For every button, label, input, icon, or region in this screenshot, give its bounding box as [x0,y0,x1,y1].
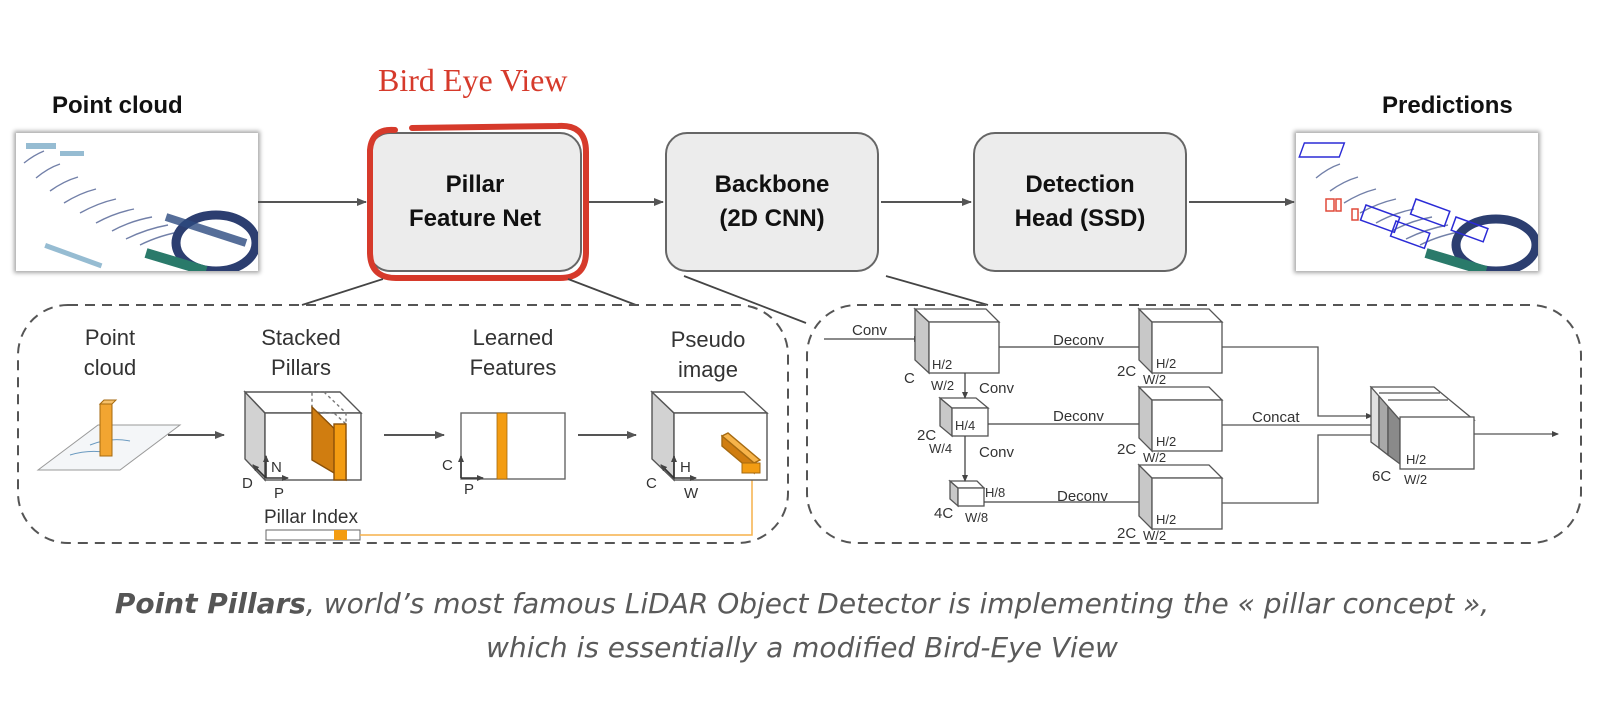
block-label: Feature Net [408,205,542,232]
backbone-block: Backbone (2D CNN) [665,132,879,272]
stage-label: Stacked [261,325,341,350]
stacked-pillars-cube [243,390,363,482]
axis-label: C [646,475,657,492]
width-label: W/2 [1143,450,1166,465]
learned-features-grid [460,412,566,480]
axis-label: W [684,485,699,502]
width-label: W/4 [929,441,952,456]
pillar-index-highlight [334,530,347,540]
bird-eye-view-annotation: Bird Eye View [378,62,568,98]
pseudo-axes-icon [660,455,697,481]
down-block-2 [938,396,990,438]
concat-block [1369,385,1476,470]
stage-label: Pillars [271,355,331,380]
width-label: W/2 [931,378,954,393]
pseudo-image-cube [650,390,769,482]
predictions-image [1296,133,1538,271]
channel-label: 6C [1372,468,1391,485]
channel-label: 2C [1117,363,1136,380]
concat-label: Concat [1252,409,1300,426]
stage-label: cloud [84,355,137,380]
up-block-2 [1137,385,1224,453]
height-label: H/2 [1156,356,1176,371]
point-cloud-image [16,133,258,271]
block-label: Detection [1025,171,1135,198]
point-cloud-label: Point cloud [52,92,183,119]
stage-label: Point [85,325,135,350]
stage-label: Learned [473,325,554,350]
deconv-label: Deconv [1057,488,1108,505]
up-block-1 [1137,307,1224,375]
up-block-3 [1137,463,1224,531]
width-label: W/2 [1143,528,1166,543]
deconv-label: Deconv [1053,332,1104,349]
conv-label: Conv [979,380,1015,397]
point-cloud-pillar-icon [36,399,182,471]
height-label: H/2 [1156,434,1176,449]
pillar-index-label: Pillar Index [264,507,358,528]
zoom-line [683,275,807,324]
deconv-label: Deconv [1053,408,1104,425]
concat-line [1222,432,1389,504]
stacked-axes-icon [252,455,289,481]
conv-label: Conv [852,322,888,339]
stage-label: image [678,357,738,382]
axis-label: P [274,485,284,502]
down-block-3 [948,479,986,508]
height-label: H/2 [932,357,952,372]
width-label: W/2 [1143,372,1166,387]
channel-label: 2C [917,427,936,444]
width-label: W/8 [965,510,988,525]
pillar-feature-net-detail-panel [17,304,789,544]
channel-label: 2C [1117,525,1136,542]
pillar-index-link [360,472,753,536]
conv-label: Conv [979,444,1015,461]
channel-label: 2C [1117,441,1136,458]
predictions-render [1298,142,1538,271]
zoom-line [567,278,637,306]
concat-line [1222,346,1373,419]
bird-eye-view-highlight [367,122,589,281]
width-label: W/2 [1404,472,1427,487]
zoom-line [885,275,989,306]
height-label: H/4 [955,418,975,433]
channel-label: 4C [934,505,953,522]
caption: Point Pillars, world’s most famous LiDAR… [0,582,1604,670]
caption-text: , world’s most famous LiDAR Object Detec… [305,587,1490,620]
block-label: Pillar [445,171,505,198]
point-cloud-render [23,143,258,271]
backbone-detail-panel [806,304,1582,544]
caption-text: which is essentially a modified Bird-Eye… [486,631,1118,664]
axis-label: P [464,481,474,498]
height-label: H/2 [1406,452,1426,467]
axis-label: H [680,459,691,476]
height-label: H/8 [985,485,1005,500]
axis-label: C [442,457,453,474]
block-label: (2D CNN) [719,205,825,232]
axis-label: N [271,459,282,476]
predictions-label: Predictions [1382,92,1513,119]
stage-label: Pseudo [671,327,746,352]
channel-label: C [904,370,915,387]
down-block-1 [913,307,1001,375]
block-label: Backbone [714,171,830,198]
learned-axes-icon [458,455,484,481]
axis-label: D [242,475,253,492]
height-label: H/2 [1156,512,1176,527]
caption-title: Point Pillars [114,587,306,620]
block-label: Head (SSD) [1014,205,1146,232]
stage-label: Features [470,355,557,380]
zoom-line [301,278,384,306]
